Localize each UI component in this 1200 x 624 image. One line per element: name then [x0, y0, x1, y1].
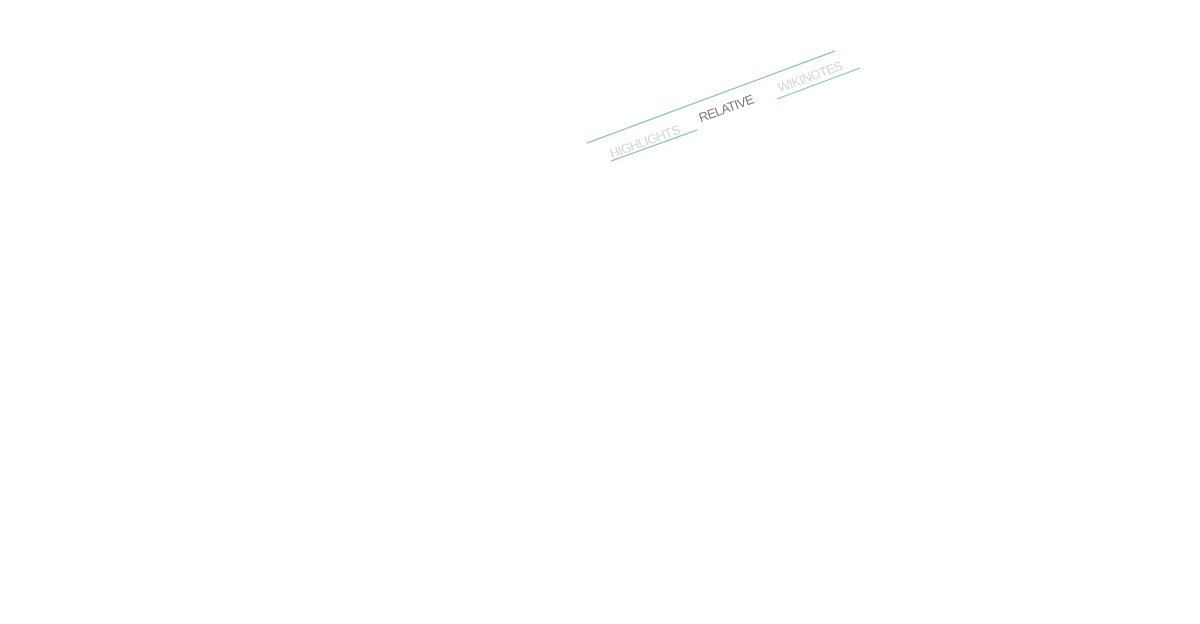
tab-underline-decoration	[586, 50, 861, 162]
tab-navigation: HIGHLIGHTS RELATIVE WIKINOTES	[586, 30, 886, 170]
tab-line-upper	[586, 50, 836, 144]
tab-line-wikinotes	[776, 67, 861, 100]
tab-line-highlights	[610, 129, 698, 162]
